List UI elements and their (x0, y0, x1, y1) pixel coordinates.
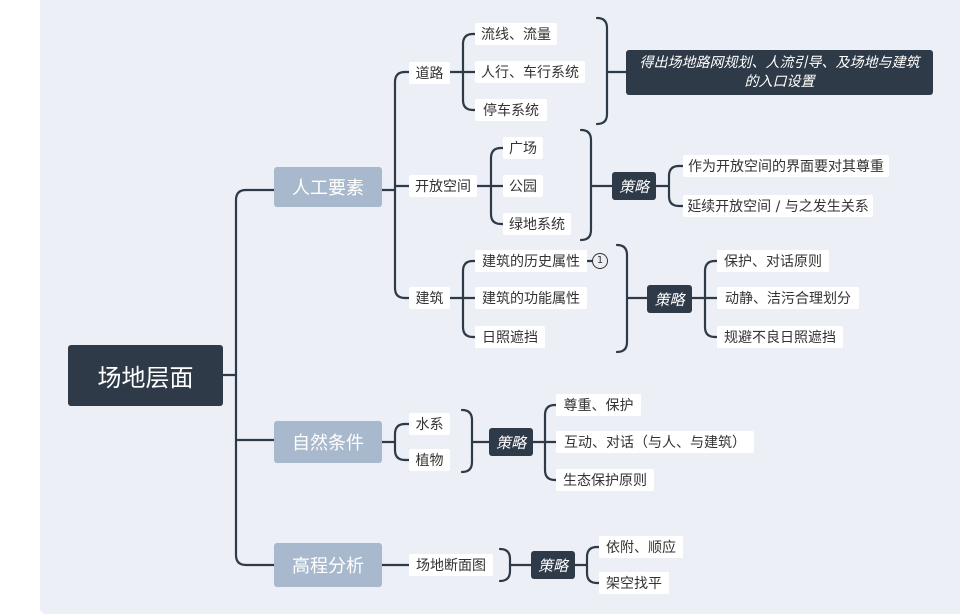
open-space-strategy-item[interactable]: 作为开放空间的界面要对其尊重 (683, 155, 889, 177)
open-space-strategy-item[interactable]: 延续开放空间 / 与之发生关系 (683, 195, 873, 217)
strategy-label[interactable]: 策略 (531, 551, 575, 579)
bracket-open-space (579, 128, 593, 242)
open-space-item[interactable]: 公园 (503, 175, 543, 197)
node-building[interactable]: 建筑 (409, 287, 450, 309)
building-item[interactable]: 日照遮挡 (475, 326, 545, 348)
branch-artificial-elements[interactable]: 人工要素 (274, 167, 382, 207)
road-item[interactable]: 流线、流量 (475, 23, 557, 45)
open-space-item[interactable]: 广场 (503, 137, 543, 159)
building-strategy-item[interactable]: 保护、对话原则 (717, 250, 829, 272)
building-item[interactable]: 建筑的历史属性 (475, 250, 587, 272)
branch-elevation-analysis[interactable]: 高程分析 (274, 543, 382, 587)
open-space-item[interactable]: 绿地系统 (503, 213, 571, 235)
node-open-space[interactable]: 开放空间 (409, 175, 477, 197)
bracket-natural (460, 408, 474, 474)
bracket-road (595, 16, 609, 126)
building-strategy-item[interactable]: 动静、洁污合理划分 (717, 287, 859, 309)
building-item[interactable]: 建筑的功能属性 (475, 287, 587, 309)
node-road[interactable]: 道路 (409, 62, 450, 84)
natural-item[interactable]: 水系 (409, 413, 450, 435)
road-item[interactable]: 人行、车行系统 (475, 61, 585, 83)
natural-strategy-item[interactable]: 互动、对话（与人、与建筑） (556, 431, 754, 453)
strategy-label[interactable]: 策略 (612, 172, 656, 200)
road-summary[interactable]: 得出场地路网规划、人流引导、及场地与建筑的入口设置 (626, 50, 933, 95)
branch-natural-conditions[interactable]: 自然条件 (274, 421, 382, 463)
elevation-strategy-item[interactable]: 依附、顺应 (599, 536, 683, 558)
root-node[interactable]: 场地层面 (68, 345, 223, 406)
strategy-label[interactable]: 策略 (647, 285, 692, 313)
connector-root-spine (234, 188, 248, 567)
building-strategy-item[interactable]: 规避不良日照遮挡 (717, 326, 843, 348)
bracket-elevation (498, 547, 512, 583)
strategy-label[interactable]: 策略 (489, 428, 533, 456)
marker-number-icon: 1 (592, 253, 608, 269)
elevation-item[interactable]: 场地断面图 (409, 554, 493, 576)
road-item[interactable]: 停车系统 (475, 99, 547, 121)
natural-item[interactable]: 植物 (409, 449, 450, 471)
elevation-strategy-item[interactable]: 架空找平 (599, 572, 669, 594)
natural-strategy-item[interactable]: 尊重、保护 (556, 394, 641, 416)
natural-strategy-item[interactable]: 生态保护原则 (556, 469, 654, 491)
bracket-building (615, 243, 629, 354)
